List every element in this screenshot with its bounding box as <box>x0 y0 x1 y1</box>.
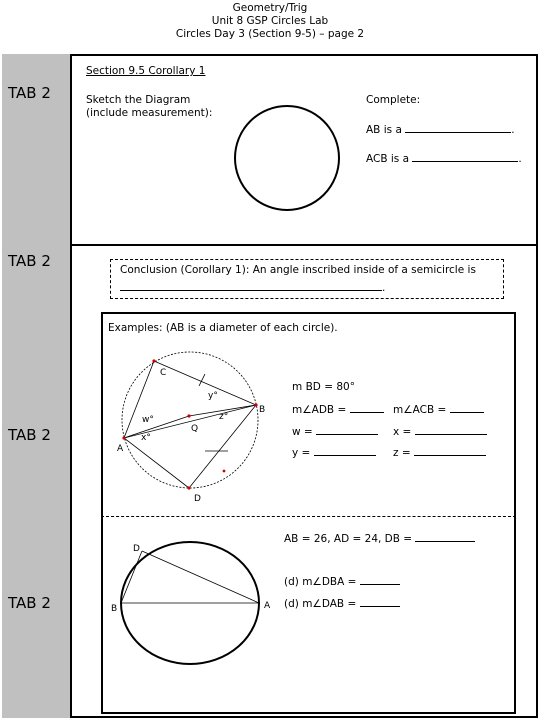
tab-label: TAB 2 <box>8 594 51 612</box>
section-divider <box>72 244 538 246</box>
point-d <box>187 486 191 490</box>
y-question: y = <box>292 445 376 460</box>
label-x: x° <box>141 433 151 443</box>
tab-label: TAB 2 <box>8 84 51 102</box>
angle-acb-blank[interactable] <box>449 402 484 413</box>
x-blank[interactable] <box>414 424 487 435</box>
section-title: Section 9.5 Corollary 1 <box>86 65 206 77</box>
given-lengths-label: AB = 26, AD = 24, DB = <box>284 533 413 545</box>
sketch-instruction: Sketch the Diagram <box>86 94 191 106</box>
tick-mark-cb <box>198 373 206 387</box>
label-c: C <box>160 368 166 378</box>
angle-dba-question: (d) m∠DBA = <box>284 574 400 589</box>
header-course: Geometry/Trig <box>232 2 308 14</box>
page-header: Geometry/Trig Unit 8 GSP Circles Lab Cir… <box>0 2 540 41</box>
point-c <box>152 359 156 363</box>
segment-cb <box>153 360 257 406</box>
label-b2: B <box>111 604 117 614</box>
point-arc <box>222 469 226 473</box>
ab-period: . <box>511 124 515 136</box>
segment-bd <box>120 550 143 604</box>
y-label: y = <box>292 447 311 459</box>
arc-bd-measure: m BD = 80° <box>292 381 355 393</box>
segment-da <box>141 550 260 604</box>
examples-divider <box>101 516 516 517</box>
label-a: A <box>117 444 124 454</box>
tab-label: TAB 2 <box>8 252 51 270</box>
conclusion-period: . <box>382 282 386 294</box>
angle-dba-blank[interactable] <box>359 574 400 585</box>
angle-dab-question: (d) m∠DAB = <box>284 596 400 611</box>
label-d: D <box>194 494 201 504</box>
label-q: Q <box>191 424 198 434</box>
header-unit: Unit 8 GSP Circles Lab <box>211 15 329 27</box>
angle-adb-question: m∠ADB = <box>292 402 384 417</box>
z-label: z = <box>393 447 411 459</box>
conclusion-answer: . <box>120 280 385 295</box>
db-blank[interactable] <box>415 531 476 542</box>
ab-answer-blank[interactable] <box>405 122 512 133</box>
label-b: B <box>259 405 265 415</box>
ab-prefix: AB is a <box>366 124 402 136</box>
label-a2: A <box>264 601 271 611</box>
label-w: w° <box>142 415 154 425</box>
w-question: w = <box>292 424 379 439</box>
label-d2: D <box>133 544 140 554</box>
segment-aq <box>123 415 190 439</box>
segment-ad <box>123 437 190 489</box>
acb-answer-blank[interactable] <box>412 151 519 162</box>
ab-statement: AB is a . <box>366 122 515 137</box>
acb-prefix: ACB is a <box>366 153 410 165</box>
complete-label: Complete: <box>366 94 421 106</box>
acb-statement: ACB is a . <box>366 151 522 166</box>
sketch-circle <box>234 105 340 211</box>
angle-acb-question: m∠ACB = <box>393 402 484 417</box>
w-blank[interactable] <box>316 424 379 435</box>
z-question: z = <box>393 445 486 460</box>
segment-ab <box>123 404 257 439</box>
z-blank[interactable] <box>414 445 486 456</box>
angle-acb-label: m∠ACB = <box>393 404 447 416</box>
examples-box <box>101 312 516 714</box>
x-question: x = <box>393 424 487 439</box>
conclusion-text: Conclusion (Corollary 1): An angle inscr… <box>120 264 476 276</box>
tab-label: TAB 2 <box>8 426 51 444</box>
point-b <box>254 403 258 407</box>
segment-ac <box>123 360 155 439</box>
y-blank[interactable] <box>313 445 376 456</box>
point-a <box>122 436 126 440</box>
angle-dab-label: (d) m∠DAB = <box>284 598 357 610</box>
segment-db <box>188 404 257 489</box>
conclusion-blank[interactable] <box>120 280 382 291</box>
conclusion-box <box>110 259 504 299</box>
header-day: Circles Day 3 (Section 9-5) – page 2 <box>175 28 365 40</box>
segment-qb <box>188 404 257 417</box>
x-label: x = <box>393 426 412 438</box>
point-q <box>187 414 191 418</box>
w-label: w = <box>292 426 313 438</box>
sketch-instruction-detail: (include measurement): <box>86 107 213 119</box>
examples-intro: Examples: (AB is a diameter of each circ… <box>108 322 338 334</box>
angle-dba-label: (d) m∠DBA = <box>284 576 357 588</box>
acb-period: . <box>518 153 522 165</box>
angle-adb-label: m∠ADB = <box>292 404 347 416</box>
angle-dab-blank[interactable] <box>359 596 400 607</box>
tab-column <box>2 54 72 718</box>
angle-adb-blank[interactable] <box>349 402 384 413</box>
label-y: y° <box>208 391 218 401</box>
given-lengths: AB = 26, AD = 24, DB = <box>284 531 476 546</box>
label-z: z° <box>219 412 228 422</box>
